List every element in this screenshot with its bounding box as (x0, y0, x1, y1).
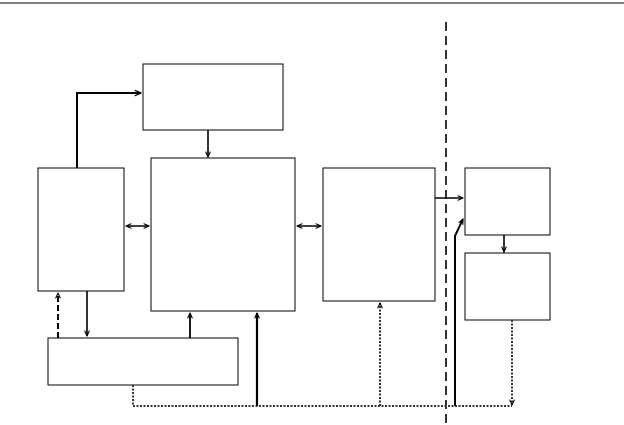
box-center-right (322, 167, 436, 302)
box-bottom-wide (47, 337, 239, 386)
box-right-top (464, 167, 551, 236)
box-right-bottom (464, 252, 551, 321)
box-center-large (150, 157, 296, 312)
connector-bus-to-righttop (454, 219, 464, 406)
connector-left-to-top-box (76, 93, 141, 168)
box-top-center (142, 63, 284, 131)
bottom-bus-line (132, 385, 512, 407)
box-left (37, 167, 125, 292)
